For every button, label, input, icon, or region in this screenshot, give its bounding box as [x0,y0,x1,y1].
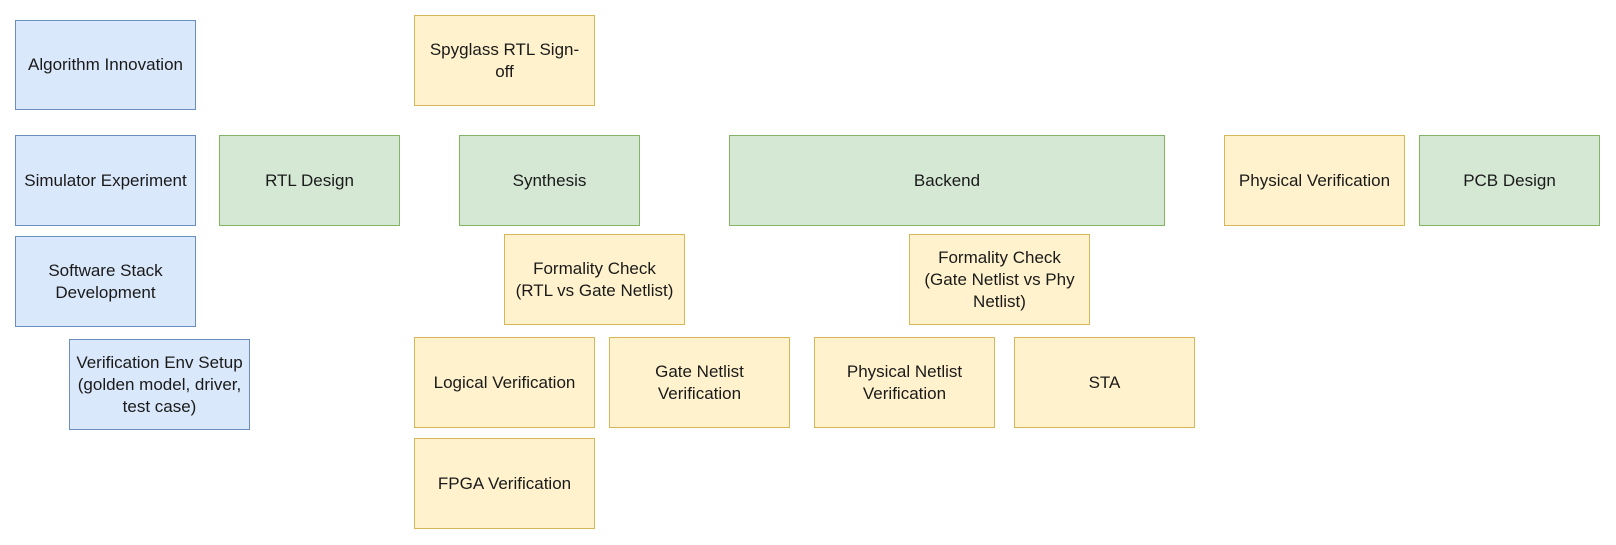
formality-check-gate-node: Formality Check (Gate Netlist vs Phy Net… [909,234,1090,325]
logical-verification-node: Logical Verification [414,337,595,428]
backend-node: Backend [729,135,1165,226]
pcb-design-node: PCB Design [1419,135,1600,226]
rtl-design-node: RTL Design [219,135,400,226]
physical-verification-node: Physical Verification [1224,135,1405,226]
sta-node: STA [1014,337,1195,428]
fpga-verification-node: FPGA Verification [414,438,595,529]
gate-netlist-verification-node: Gate Netlist Verification [609,337,790,428]
verification-env-setup-node: Verification Env Setup (golden model, dr… [69,339,250,430]
spyglass-rtl-signoff-node: Spyglass RTL Sign- off [414,15,595,106]
formality-check-rtl-node: Formality Check (RTL vs Gate Netlist) [504,234,685,325]
simulator-experiment-node: Simulator Experiment [15,135,196,226]
synthesis-node: Synthesis [459,135,640,226]
algorithm-innovation-node: Algorithm Innovation [15,20,196,110]
software-stack-development-node: Software Stack Development [15,236,196,327]
physical-netlist-verification-node: Physical Netlist Verification [814,337,995,428]
